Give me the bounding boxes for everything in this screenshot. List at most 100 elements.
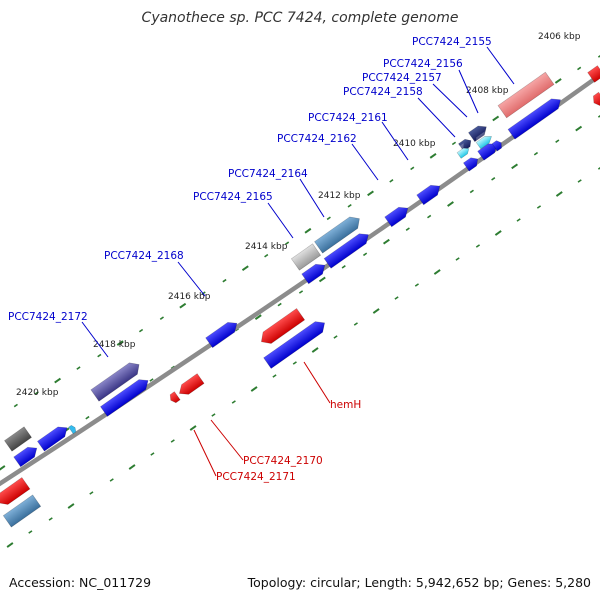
tick-mark-top bbox=[597, 54, 600, 58]
gene-label-pcc7424-2171[interactable]: PCC7424_2171 bbox=[216, 471, 296, 483]
forward-gene-bar[interactable] bbox=[414, 178, 443, 206]
tick-mark-mid bbox=[469, 189, 474, 194]
tick-mark-bottom bbox=[333, 335, 338, 339]
scale-label-2418: 2418 kbp bbox=[93, 340, 136, 350]
forward-gene-bar[interactable] bbox=[506, 92, 564, 140]
tick-mark-top bbox=[138, 328, 144, 333]
tick-mark-top bbox=[241, 265, 249, 272]
tick-mark-top bbox=[284, 241, 290, 246]
gene-region-bar[interactable] bbox=[585, 62, 600, 83]
tick-mark-mid bbox=[254, 314, 262, 320]
forward-gene-bar[interactable] bbox=[322, 226, 372, 269]
tick-mark-bottom bbox=[353, 322, 358, 326]
tick-mark-mid bbox=[85, 415, 90, 420]
gene-label-pcc7424-2164[interactable]: PCC7424_2164 bbox=[228, 168, 308, 180]
forward-gene-bar[interactable] bbox=[261, 314, 328, 369]
tick-mark-mid bbox=[597, 114, 600, 118]
gene-region-bar[interactable] bbox=[66, 420, 78, 435]
tick-mark-bottom bbox=[577, 179, 582, 183]
gene-label-pcc7424-2157[interactable]: PCC7424_2157 bbox=[362, 72, 442, 84]
gene-label-pcc7424-2155[interactable]: PCC7424_2155 bbox=[412, 36, 492, 48]
gene-label-pcc7424-2165[interactable]: PCC7424_2165 bbox=[193, 191, 273, 203]
tick-mark-bottom bbox=[67, 503, 75, 509]
tick-mark-mid bbox=[533, 151, 539, 156]
tick-mark-top bbox=[304, 227, 312, 234]
tick-mark-mid bbox=[362, 252, 368, 257]
forward-gene-bar[interactable] bbox=[461, 152, 481, 172]
scale-label-2408: 2408 kbp bbox=[466, 86, 509, 96]
gene-region-bar[interactable] bbox=[466, 119, 489, 143]
scale-label-2416: 2416 kbp bbox=[168, 292, 211, 302]
gene-label-pcc7424-2172[interactable]: PCC7424_2172 bbox=[8, 311, 88, 323]
forward-gene-bar[interactable] bbox=[35, 420, 70, 452]
tick-mark-top bbox=[76, 366, 81, 370]
tick-mark-top bbox=[347, 203, 352, 208]
tick-mark-bottom bbox=[394, 296, 399, 300]
reverse-gene-bar[interactable] bbox=[255, 305, 306, 347]
tick-mark-mid bbox=[427, 214, 432, 219]
tick-mark-bottom bbox=[189, 425, 197, 431]
gene-label-pcc7424-2156[interactable]: PCC7424_2156 bbox=[383, 58, 463, 70]
reverse-gene-bar[interactable] bbox=[588, 89, 600, 108]
tick-mark-top bbox=[429, 153, 437, 159]
tick-mark-bottom bbox=[211, 413, 216, 417]
forward-gene-bar[interactable] bbox=[490, 135, 504, 152]
tick-mark-top bbox=[201, 291, 206, 295]
gene-region-bar[interactable] bbox=[2, 424, 32, 452]
tick-mark-top bbox=[577, 66, 582, 71]
gene-region-bar[interactable] bbox=[456, 134, 473, 152]
tick-mark-top bbox=[116, 340, 124, 346]
gene-label-pcc7424-2168[interactable]: PCC7424_2168 bbox=[104, 250, 184, 262]
tick-mark-mid bbox=[491, 177, 496, 181]
gene-label-pcc7424-2158[interactable]: PCC7424_2158 bbox=[343, 86, 423, 98]
gene-label-pcc7424-2161[interactable]: PCC7424_2161 bbox=[308, 112, 388, 124]
forward-gene-bar[interactable] bbox=[299, 257, 328, 285]
tick-mark-mid bbox=[575, 125, 583, 132]
tick-mark-mid bbox=[405, 227, 410, 231]
reverse-gene-bar[interactable] bbox=[0, 474, 31, 508]
tick-mark-top bbox=[222, 278, 227, 283]
tick-mark-top bbox=[264, 253, 269, 258]
scale-label-2420: 2420 kbp bbox=[16, 388, 59, 398]
scale-label-2414: 2414 kbp bbox=[245, 242, 288, 252]
tick-mark-bottom bbox=[414, 283, 419, 287]
tick-mark-top bbox=[34, 391, 39, 395]
gene-region-bar[interactable] bbox=[312, 210, 363, 254]
gene-region-bar[interactable] bbox=[89, 355, 144, 402]
tick-mark-top bbox=[492, 115, 500, 122]
gene-region-bar[interactable] bbox=[289, 241, 322, 271]
tick-mark-top bbox=[451, 141, 457, 146]
tick-mark-bottom bbox=[128, 464, 136, 470]
tick-mark-mid bbox=[341, 265, 346, 269]
tick-mark-bottom bbox=[433, 269, 441, 275]
tick-mark-top bbox=[367, 190, 374, 197]
scale-label-2410: 2410 kbp bbox=[393, 139, 436, 149]
gene-label-hemh[interactable]: hemH bbox=[330, 399, 361, 411]
tick-mark-bottom bbox=[494, 230, 502, 236]
tick-mark-bottom bbox=[231, 400, 236, 404]
gene-region-bar[interactable] bbox=[474, 130, 494, 150]
forward-gene-bar[interactable] bbox=[382, 200, 411, 228]
forward-gene-bar[interactable] bbox=[11, 440, 40, 468]
gene-label-pcc7424-2170[interactable]: PCC7424_2170 bbox=[243, 455, 323, 467]
gene-region-bar[interactable] bbox=[1, 492, 42, 528]
map-title: Cyanothece sp. PCC 7424, complete genome bbox=[141, 10, 459, 26]
tick-mark-top bbox=[97, 353, 102, 358]
reverse-gene-bar[interactable] bbox=[166, 388, 181, 404]
tick-mark-top bbox=[179, 302, 187, 309]
gene-region-bar[interactable] bbox=[455, 142, 471, 159]
gene-region-bar[interactable] bbox=[496, 69, 555, 119]
gene-label-pcc7424-2162[interactable]: PCC7424_2162 bbox=[277, 133, 357, 145]
tick-mark-bottom bbox=[150, 452, 155, 456]
tick-mark-mid bbox=[511, 163, 519, 170]
reverse-gene-bar[interactable] bbox=[174, 370, 205, 398]
tick-mark-bottom bbox=[292, 361, 297, 365]
forward-gene-bar[interactable] bbox=[98, 372, 151, 417]
reverse-leader-lines bbox=[193, 361, 331, 477]
forward-gene-bar[interactable] bbox=[203, 315, 240, 349]
tick-mark-top bbox=[159, 316, 164, 320]
genome-summary-text: Topology: circular; Length: 5,942,652 bp… bbox=[247, 575, 591, 590]
tick-mark-top bbox=[410, 166, 415, 171]
